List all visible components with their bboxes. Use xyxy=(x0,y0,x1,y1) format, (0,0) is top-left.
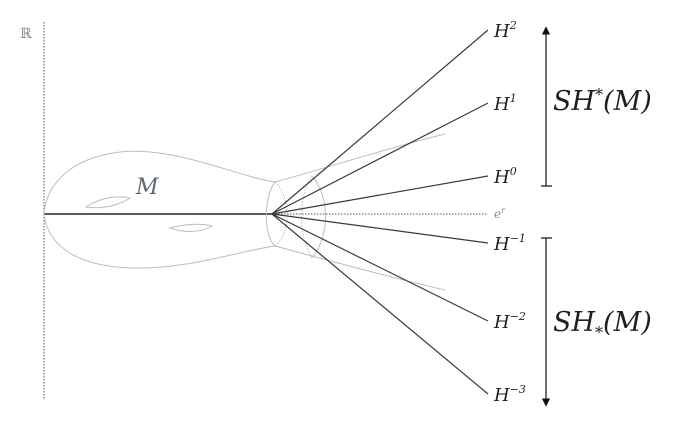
ray-label: H2 xyxy=(493,19,517,42)
er-label: er xyxy=(494,206,506,221)
sh-lower-label: SH*(M) xyxy=(553,307,652,342)
ray-line xyxy=(271,213,489,322)
manifold-label: M xyxy=(135,175,159,200)
sh-upper-label: SH*(M) xyxy=(553,85,652,117)
ray-line xyxy=(271,213,489,244)
ray-line xyxy=(271,102,489,215)
ray-label: H1 xyxy=(493,92,517,115)
real-line-label: ℝ xyxy=(20,26,32,42)
ray-line xyxy=(271,175,489,215)
ray-label: H−1 xyxy=(493,232,526,255)
ray-label: H−2 xyxy=(493,310,526,333)
ray-label: H0 xyxy=(493,165,517,188)
manifold-outline xyxy=(43,133,446,291)
ray-label: H−3 xyxy=(493,383,526,406)
ray-line xyxy=(271,29,489,215)
ray-line xyxy=(271,213,489,395)
